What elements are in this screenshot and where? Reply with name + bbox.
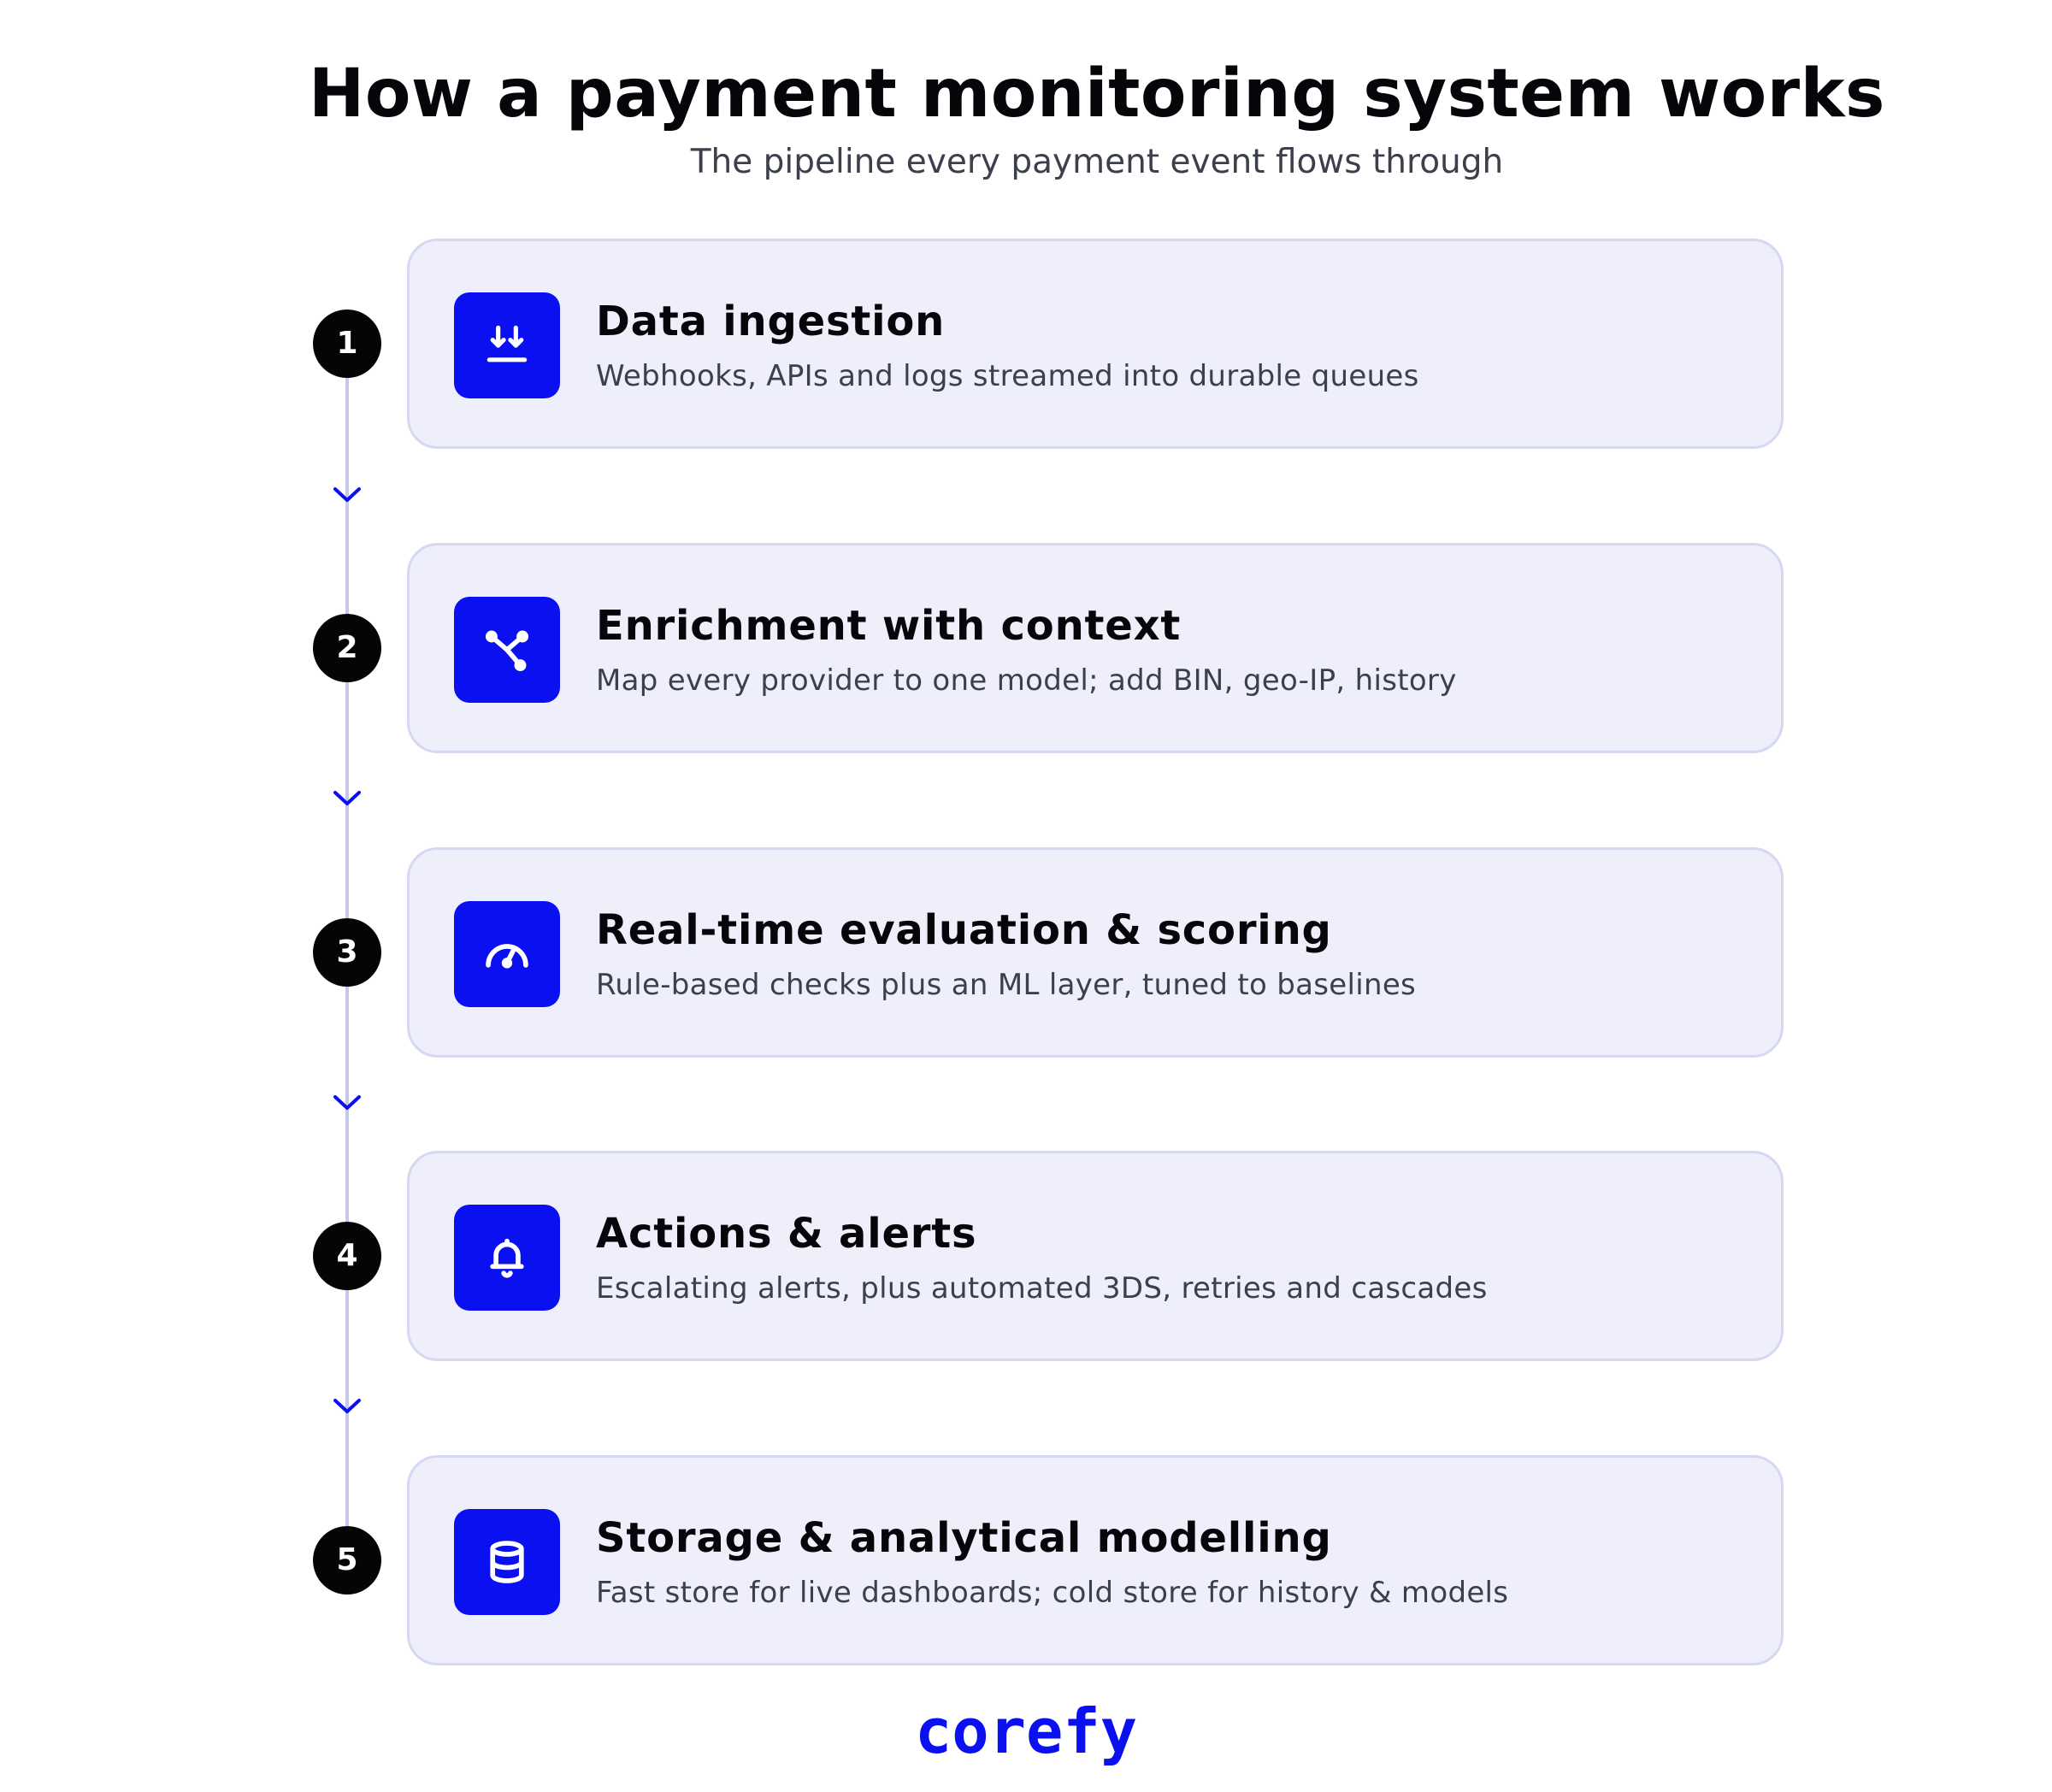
chevron-down-icon [333,791,361,805]
step-description: Escalating alerts, plus automated 3DS, r… [596,1271,1488,1306]
download-arrows-icon [454,292,560,398]
bell-icon [454,1205,560,1311]
step-card-enrichment: Enrichment with context Map every provid… [407,543,1784,753]
step-title: Storage & analytical modelling [596,1514,1332,1562]
page-subtitle: The pipeline every payment event flows t… [690,143,1504,181]
merge-nodes-icon [454,597,560,703]
step-title: Real-time evaluation & scoring [596,906,1332,954]
chevron-down-icon [333,1399,361,1413]
step-number-badge: 4 [313,1222,381,1290]
step-title: Actions & alerts [596,1210,977,1258]
step-number-badge: 3 [313,918,381,987]
step-title: Enrichment with context [596,602,1182,650]
step-description: Webhooks, APIs and logs streamed into du… [596,359,1419,393]
page-title: How a payment monitoring system works [309,56,1885,133]
step-title: Data ingestion [596,298,946,345]
database-icon [454,1509,560,1615]
step-card-evaluation: Real-time evaluation & scoring Rule-base… [407,847,1784,1058]
step-number-badge: 5 [313,1526,381,1595]
speedometer-icon [454,901,560,1007]
chevron-down-icon [333,1095,361,1110]
step-description: Rule-based checks plus an ML layer, tune… [596,968,1417,1002]
step-number-badge: 2 [313,614,381,682]
step-card-data-ingestion: Data ingestion Webhooks, APIs and logs s… [407,239,1784,449]
step-card-actions-alerts: Actions & alerts Escalating alerts, plus… [407,1151,1784,1361]
step-description: Map every provider to one model; add BIN… [596,663,1457,698]
step-number-badge: 1 [313,309,381,378]
step-description: Fast store for live dashboards; cold sto… [596,1576,1509,1610]
step-card-storage: Storage & analytical modelling Fast stor… [407,1455,1784,1665]
chevron-down-icon [333,487,361,502]
brand-logo: corefy [914,1695,1138,1767]
